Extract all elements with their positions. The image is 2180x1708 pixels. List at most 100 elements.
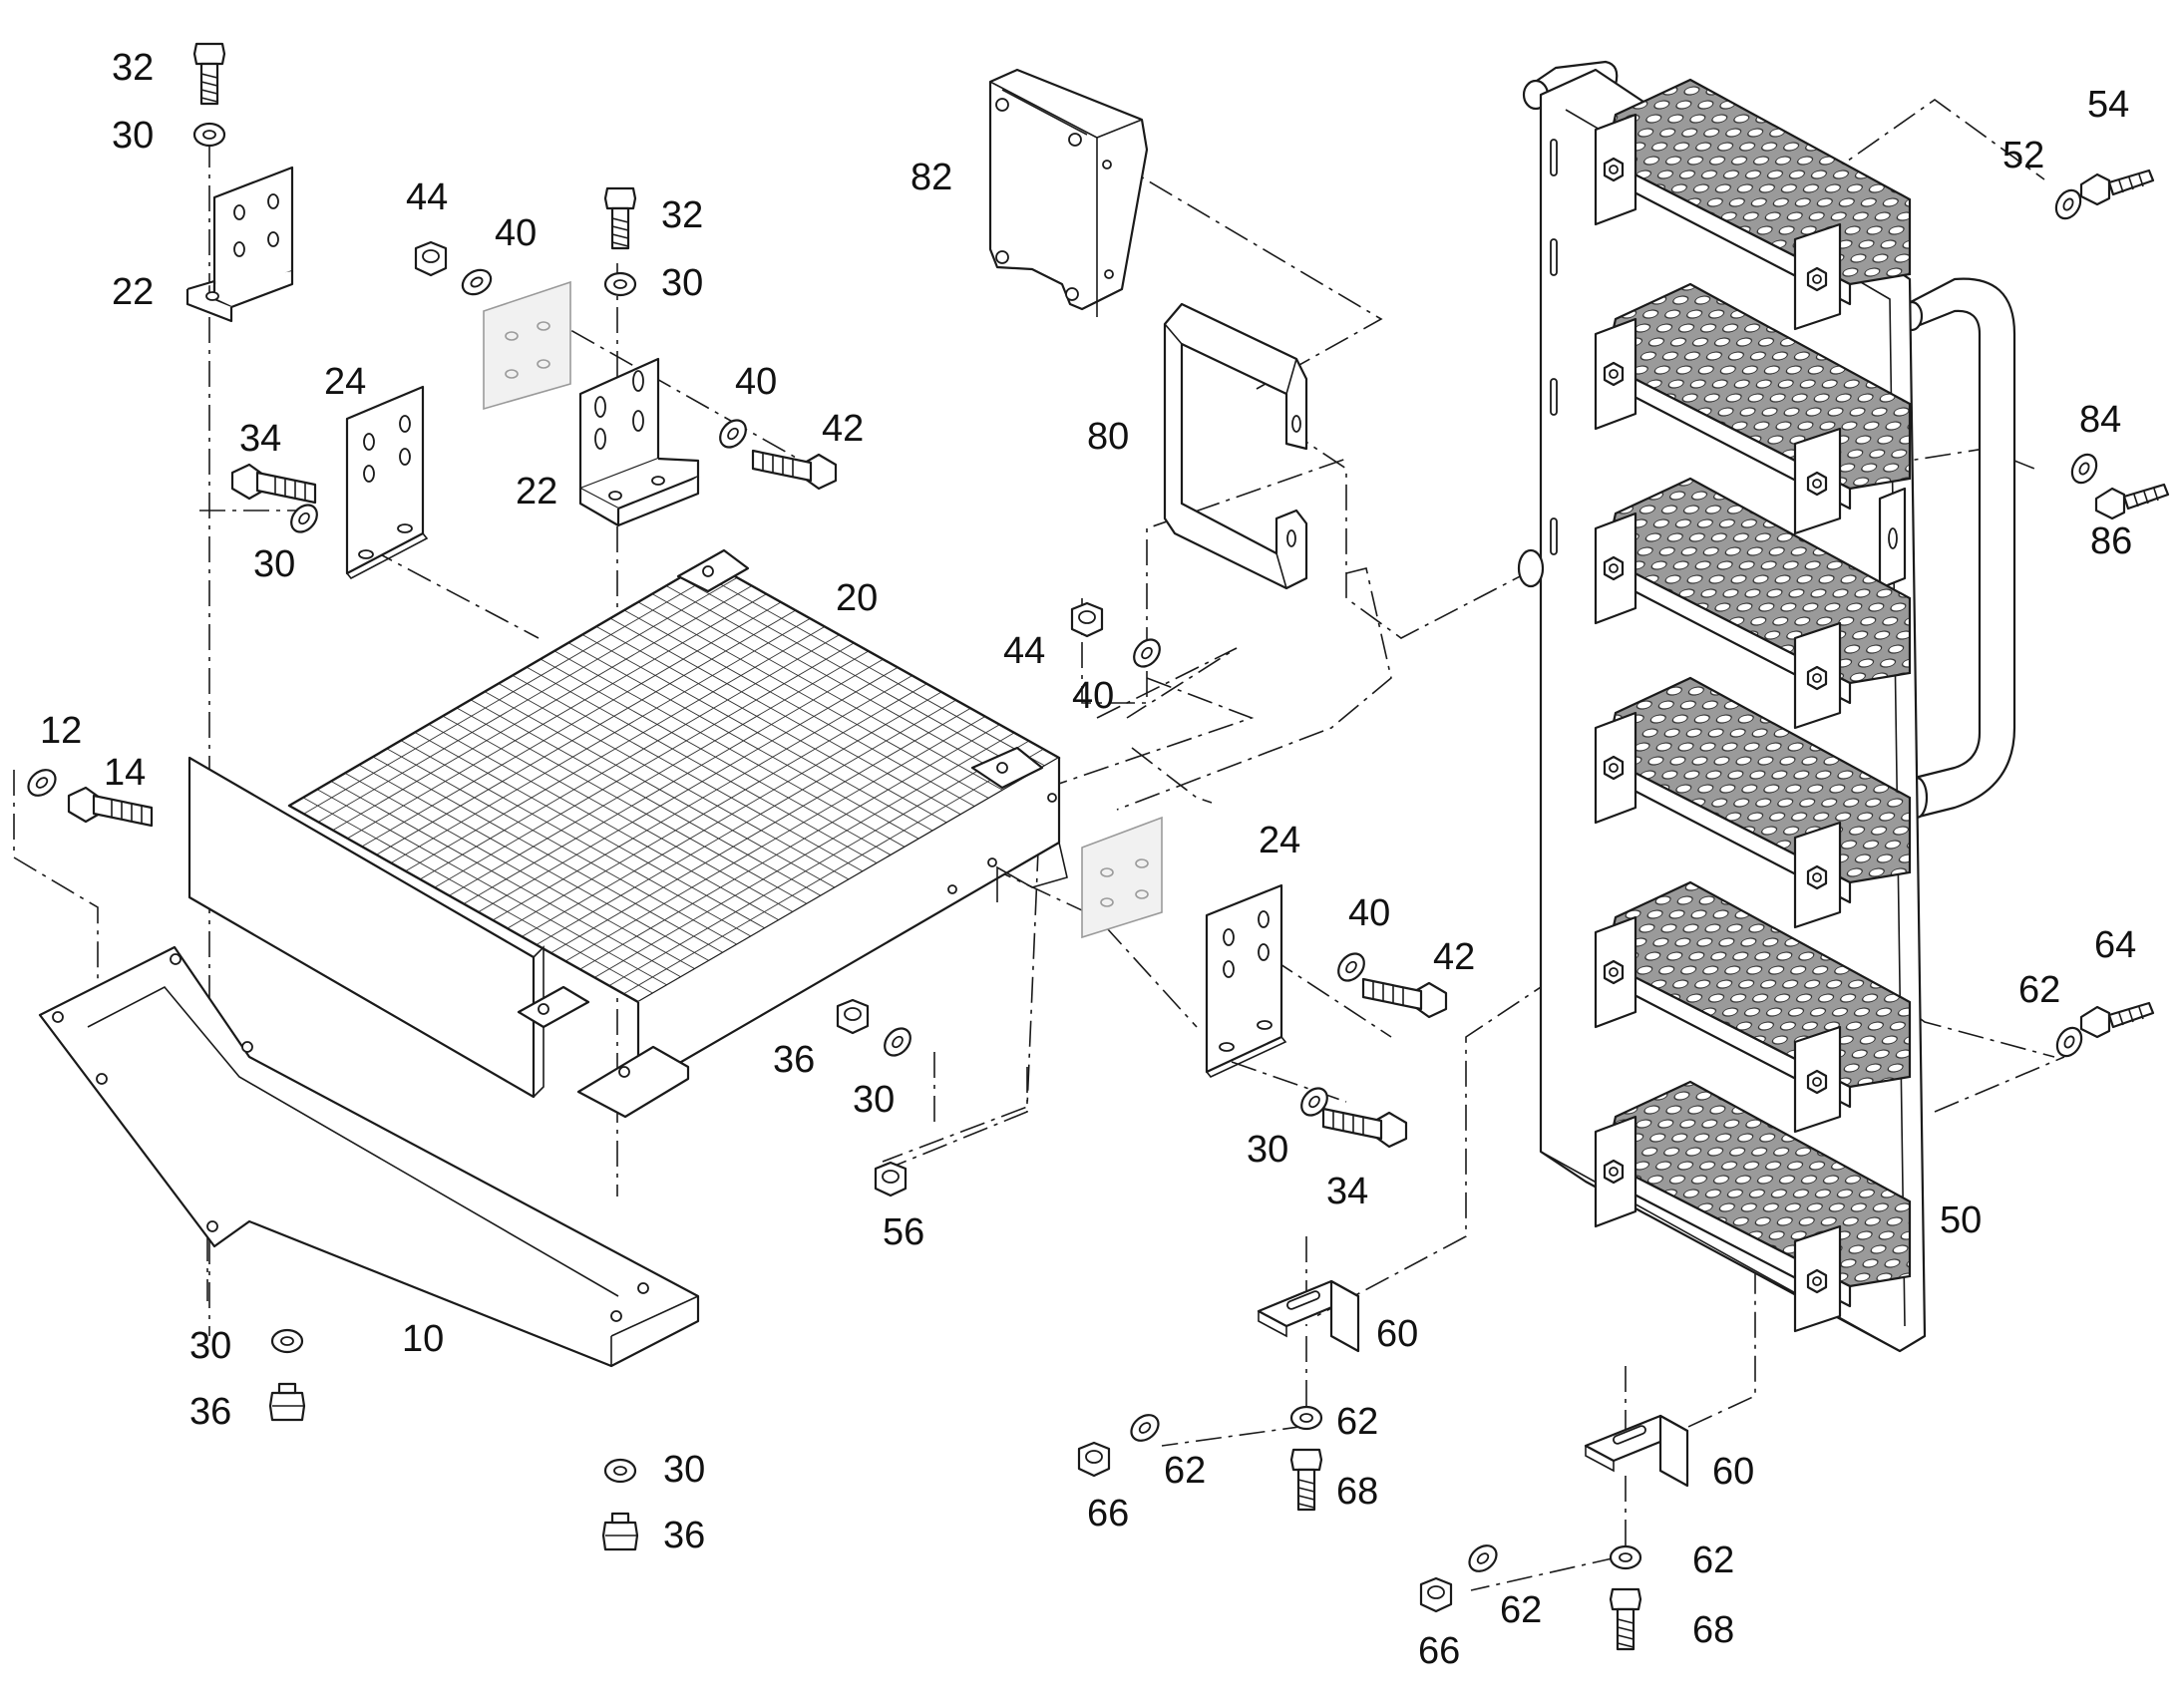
label-22-center: 22 [516,471,557,512]
bolt-64 [2079,1001,2155,1039]
bolt-86 [2094,483,2170,520]
washer-30-top [192,122,226,148]
label-36-bottom-left: 36 [189,1391,231,1433]
label-30-left: 30 [253,543,295,585]
label-62-right-low: 62 [1500,1589,1542,1631]
label-12: 12 [40,710,82,752]
nut-36-bottom-center [601,1512,639,1551]
angle-bracket-22-left [185,166,294,323]
label-68-right: 68 [1692,1609,1734,1651]
washer-40-left [457,263,497,301]
label-14: 14 [104,752,146,794]
label-60-left: 60 [1376,1313,1418,1355]
label-10: 10 [402,1318,444,1360]
label-62-left-low: 62 [1164,1450,1206,1492]
washer-62-right [1463,1538,1503,1578]
label-66-right: 66 [1418,1630,1460,1672]
label-56: 56 [883,1211,924,1253]
label-22-left: 22 [112,271,154,313]
bolt-34-right [1321,1107,1408,1149]
bolt-68-left [1289,1448,1323,1512]
ladder-step [1594,78,1912,331]
ladder-step [1594,676,1912,929]
washer-40-right-top [1127,633,1167,673]
label-32-center: 32 [661,194,703,236]
label-52: 52 [2002,135,2044,176]
label-40-left: 40 [495,212,537,254]
washer-62-left-vertical [1289,1405,1323,1431]
washer-30-bottom-center [603,1458,637,1484]
washer-30-left [284,499,324,538]
label-66-left: 66 [1087,1493,1129,1535]
nut-66-left [1077,1441,1111,1478]
label-30-right-low: 30 [1247,1129,1288,1171]
callout-labels: 32 30 22 24 34 30 44 40 32 30 40 42 22 2… [40,47,2136,1672]
nut-44-right [1070,601,1104,638]
label-84: 84 [2079,399,2121,441]
label-40-right: 40 [1348,892,1390,934]
clamp-60-right [1584,1414,1689,1488]
nut-56 [874,1161,908,1197]
nut-44-left [414,240,448,277]
label-60-right: 60 [1712,1451,1754,1493]
clamp-60-left [1257,1279,1360,1353]
label-64: 64 [2094,924,2136,966]
washer-40-center [713,414,753,454]
label-82: 82 [910,157,952,198]
washer-30-right [878,1022,917,1062]
bolt-34-left [230,463,317,505]
label-34-right: 34 [1326,1171,1368,1212]
label-20: 20 [836,577,878,619]
label-30-top: 30 [112,115,154,157]
washer-12 [22,763,62,803]
washer-84 [2065,449,2103,489]
label-42-right: 42 [1433,936,1475,978]
ladder-step [1594,1080,1912,1333]
label-42-center: 42 [822,408,864,450]
mounting-plate-24-left [345,385,429,580]
u-bracket-80 [1163,302,1308,590]
bolt-54 [2079,169,2155,206]
label-30-bottom-center: 30 [663,1449,705,1491]
label-40-center: 40 [735,361,777,403]
label-80: 80 [1087,416,1129,458]
washer-30-bottom-left [270,1328,304,1354]
label-36-bottom-center: 36 [663,1515,705,1556]
bolt-42-right [1361,977,1448,1019]
washer-30-center [603,271,637,297]
label-54: 54 [2087,84,2129,126]
hidden-plate-left [483,280,571,411]
label-40-right-top: 40 [1072,675,1114,717]
bolt-68-right [1609,1587,1642,1651]
label-86: 86 [2090,520,2132,562]
washer-62-left [1125,1408,1165,1448]
label-50: 50 [1940,1199,1982,1241]
label-44-left: 44 [406,176,448,218]
nut-36-right [836,998,870,1035]
label-62-right: 62 [1692,1539,1734,1581]
hidden-plate-right [1081,816,1163,939]
label-68-left: 68 [1336,1471,1378,1513]
washer-62-right-vertical [1609,1544,1642,1570]
label-24-right: 24 [1259,820,1300,861]
ladder-step [1594,477,1912,730]
label-62-left: 62 [1336,1401,1378,1443]
label-30-center: 30 [661,262,703,304]
support-bracket-10 [38,945,700,1368]
label-32-top: 32 [112,47,154,89]
label-44-right: 44 [1003,630,1045,672]
label-30-right: 30 [853,1079,895,1121]
ladder-frame-50 [1517,60,2016,1353]
mounting-plate-24-right [1205,883,1287,1078]
label-30-bottom-left: 30 [189,1325,231,1367]
bolt-32-top [192,42,226,106]
label-34-left: 34 [239,418,281,460]
platform-grating-20 [187,548,1068,1119]
ladder-step [1594,880,1912,1134]
bolt-32-center [603,186,637,250]
angle-bracket-22-center [578,357,700,527]
nut-36-bottom-left [268,1382,306,1422]
cover-82 [988,68,1149,317]
label-62-ladder: 62 [2018,969,2060,1011]
